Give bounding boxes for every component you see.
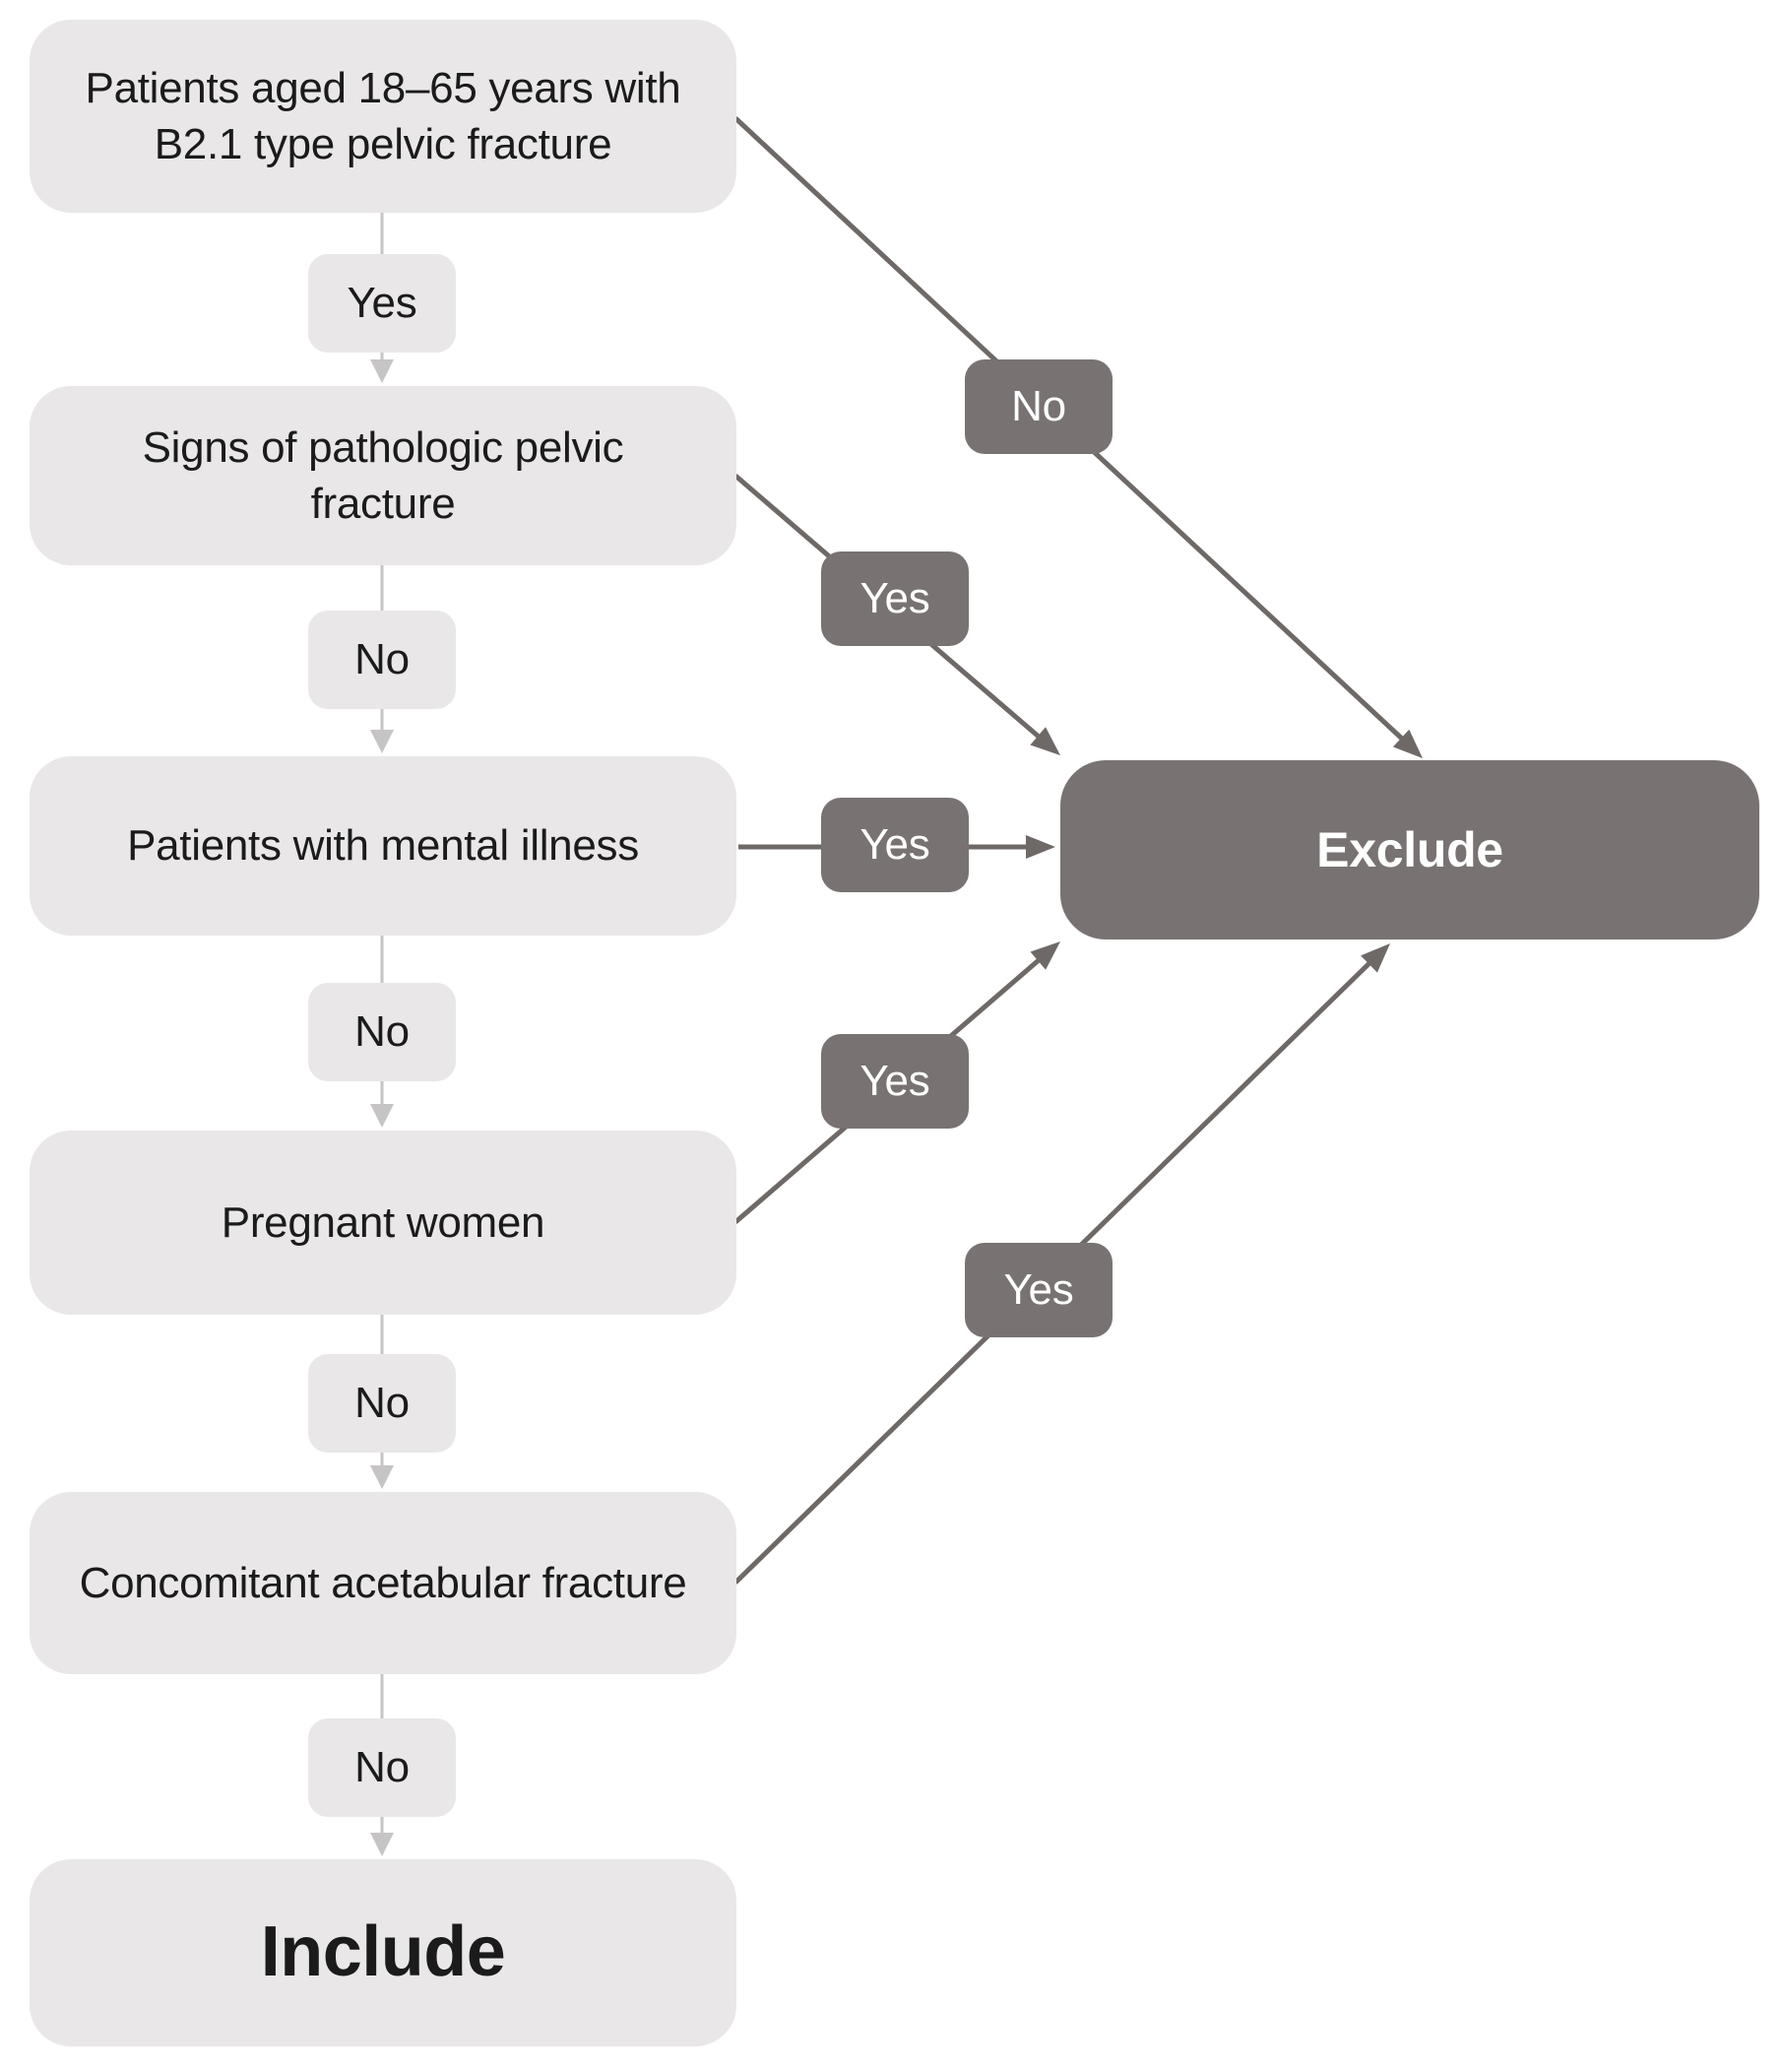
step-label-text: No — [354, 1743, 410, 1791]
branch-label-text: Yes — [859, 1057, 930, 1105]
node-mental-illness-label: Patients with mental illness — [127, 821, 639, 871]
step-label-no-box2-box3: No — [308, 611, 456, 709]
arrowhead-box4-box5 — [370, 1465, 394, 1489]
branch-label-yes-box5-exclude: Yes — [965, 1243, 1113, 1337]
node-pregnant-women: Pregnant women — [30, 1131, 736, 1315]
node-acetabular-fracture: Concomitant acetabular fracture — [30, 1492, 736, 1674]
step-label-text: Yes — [347, 279, 417, 327]
arrowhead-box2-exclude — [1030, 727, 1060, 755]
step-label-text: No — [354, 1379, 410, 1427]
arrowhead-box4-exclude — [1030, 941, 1060, 970]
arrowhead-box3-exclude — [1026, 835, 1055, 859]
node-acetabular-fracture-label: Concomitant acetabular fracture — [79, 1558, 687, 1607]
node-pregnant-women-label: Pregnant women — [221, 1198, 545, 1247]
node-include-label: Include — [260, 1912, 506, 1992]
node-pathologic-fracture-label: Signs of pathologic pelvic fracture — [142, 422, 624, 528]
node-patients-aged: Patients aged 18–65 years with B2.1 type… — [30, 20, 736, 213]
step-label-yes-box1-box2: Yes — [308, 254, 456, 353]
node-include: Include — [30, 1859, 736, 2046]
branch-label-yes-box4-exclude: Yes — [821, 1034, 969, 1129]
arrowhead-box2-box3 — [370, 730, 394, 753]
branch-label-text: No — [1011, 382, 1066, 430]
node-exclude: Exclude — [1060, 760, 1759, 939]
step-label-no-box3-box4: No — [308, 983, 456, 1081]
branch-label-text: Yes — [859, 574, 930, 622]
arrowhead-box1-box2 — [370, 359, 394, 383]
arrowhead-box3-box4 — [370, 1104, 394, 1128]
node-pathologic-fracture: Signs of pathologic pelvic fracture — [30, 386, 736, 565]
node-mental-illness: Patients with mental illness — [30, 756, 736, 936]
branch-label-text: Yes — [859, 820, 930, 869]
branch-label-yes-box3-exclude: Yes — [821, 798, 969, 892]
arrowhead-box1-exclude — [1392, 729, 1423, 758]
arrowhead-box5-include — [370, 1833, 394, 1856]
step-label-no-box4-box5: No — [308, 1354, 456, 1453]
step-label-text: No — [354, 635, 410, 683]
arrowhead-box5-exclude — [1361, 943, 1390, 973]
branch-label-text: Yes — [1003, 1265, 1074, 1314]
step-label-text: No — [354, 1007, 410, 1056]
step-label-no-box5-include: No — [308, 1718, 456, 1817]
node-patients-aged-label: Patients aged 18–65 years with B2.1 type… — [85, 63, 681, 168]
branch-label-yes-box2-exclude: Yes — [821, 551, 969, 646]
branch-label-no-box1-exclude: No — [965, 359, 1113, 454]
node-exclude-label: Exclude — [1316, 822, 1503, 877]
